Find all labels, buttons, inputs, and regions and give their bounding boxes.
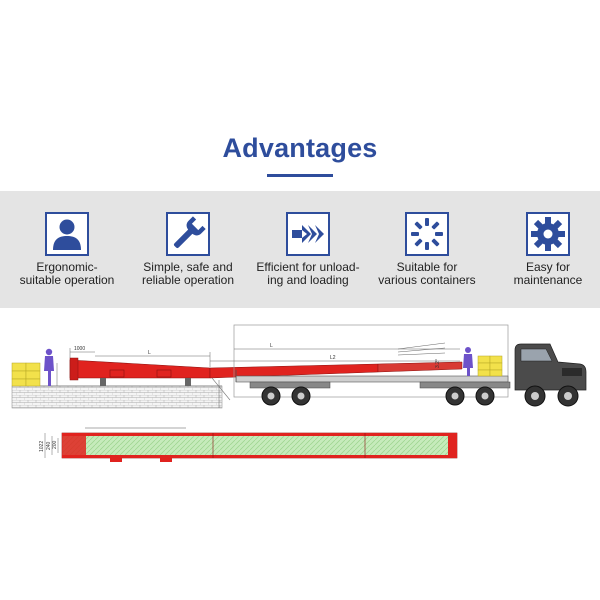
dim-1022-label: 1022 [39,441,45,452]
dim-angle-label: 3.2° [435,359,441,368]
feature-containers-line2: various containers [378,273,476,287]
feature-ergonomic-line1: Ergonomic- [36,260,98,274]
cargo-boxes-left [11,362,41,387]
dim-l-mid-label: L [270,343,273,349]
page-title: Advantages [222,133,378,163]
telescopic-conveyor [69,357,463,401]
feature-ergonomic: Ergonomic- suitable operation [7,212,127,287]
feature-ergonomic-line2: suitable operation [19,273,115,287]
feature-maintenance-line2: maintenance [513,273,583,287]
gear-icon [526,212,570,256]
conveyor-plan-view [61,427,458,462]
cargo-boxes-right [477,355,503,377]
double-arrow-icon [286,212,330,256]
loading-dock [11,385,223,409]
feature-maintenance-line1: Easy for [525,260,570,274]
feature-simple-safe-line1: Simple, safe and [143,260,233,274]
dim-240-label: 240 [46,441,52,450]
worker-left-icon [44,348,54,386]
feature-efficient-line2: ing and loading [267,273,349,287]
feature-simple-safe-line2: reliable operation [141,273,235,287]
feature-containers-line1: Suitable for [396,260,458,274]
plan-view-dimension-lines [44,433,59,458]
worker-right-icon [463,347,473,376]
dim-l2-label: L2 [330,355,336,361]
loading-spinner-icon [405,212,449,256]
feature-maintenance: Easy for maintenance [488,212,600,287]
feature-efficient: Efficient for unload- ing and loading [248,212,368,287]
trailer [235,370,511,406]
truck-cab [514,343,587,407]
title-underline [267,174,333,177]
truck-conveyor-drawing: 1000 L L L2 3.2° [11,324,587,462]
user-icon [45,212,89,256]
feature-containers: Suitable for various containers [367,212,487,287]
feature-efficient-line1: Efficient for unload- [256,260,360,274]
dimension-lines [56,324,509,408]
wrench-icon [166,212,210,256]
dim-l-label: L [148,350,151,356]
dim-200-label: 200 [52,440,58,449]
dim-1000-label: 1000 [74,346,85,352]
feature-simple-safe: Simple, safe and reliable operation [128,212,248,287]
